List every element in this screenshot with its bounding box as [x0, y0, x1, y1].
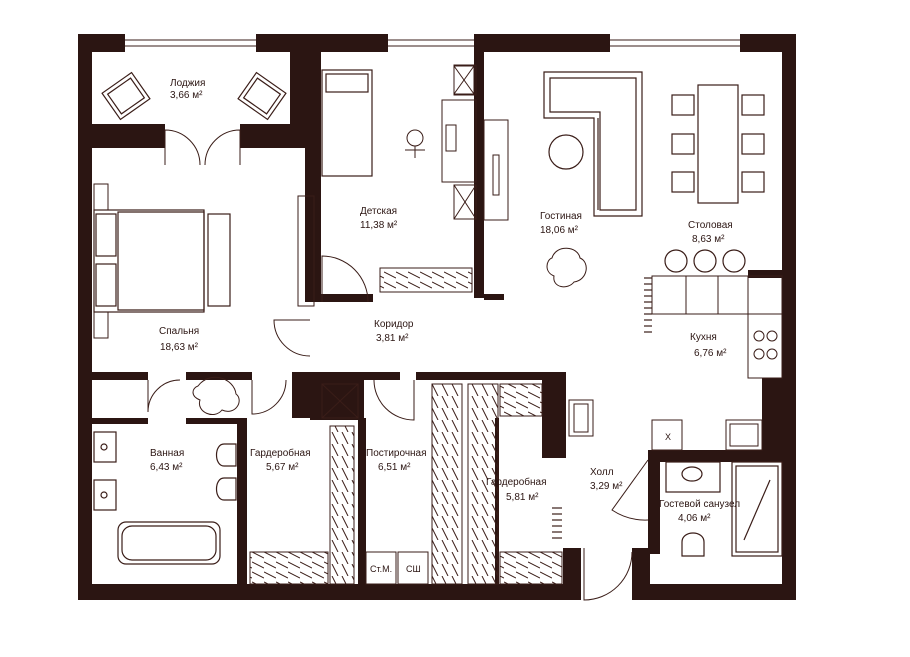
- room-area-loggia: 3,66 м²: [170, 90, 203, 101]
- loggia-armchair-left: [101, 71, 151, 121]
- wardrobe-2-heater: [552, 507, 562, 539]
- bathtub: [117, 521, 221, 565]
- wardrobe-1-rails: [249, 425, 355, 585]
- room-area-hall: 3,29 м²: [590, 481, 623, 492]
- kids-wardrobe: [379, 267, 473, 293]
- sofa: [543, 71, 643, 217]
- kids-desk: [405, 64, 477, 220]
- guest-wc-fixtures: [665, 461, 783, 557]
- room-area-guest-wc: 4,06 м²: [678, 513, 711, 524]
- room-area-living: 18,06 м²: [540, 225, 579, 236]
- room-area-bedroom: 18,63 м²: [160, 342, 199, 353]
- exterior-walls: [78, 34, 796, 600]
- fridge-mark: X: [665, 432, 671, 442]
- room-area-wardrobe-1: 5,67 м²: [266, 462, 299, 473]
- room-name-guest-wc: Гостевой санузел: [659, 499, 740, 510]
- room-name-hall: Холл: [590, 467, 614, 478]
- kitchen-units: [651, 275, 783, 451]
- corridor-doors: [147, 255, 649, 601]
- bath-sinks: [93, 431, 117, 511]
- room-area-kitchen: 6,76 м²: [694, 348, 727, 359]
- dining-table: [671, 84, 765, 204]
- laundry-appliances: [365, 383, 463, 585]
- hall-cabinet: [568, 399, 594, 437]
- room-name-kitchen: Кухня: [690, 332, 717, 343]
- room-area-corridor: 3,81 м²: [376, 333, 409, 344]
- room-area-kids: 11,38 м²: [360, 220, 398, 231]
- room-name-wardrobe-2: Гардеробная: [486, 476, 547, 488]
- room-name-laundry: Постирочная: [366, 448, 427, 459]
- loggia-armchair-right: [237, 71, 287, 121]
- room-labels: Лоджия 3,66 м² Спальня 18,63 м² Детская …: [150, 78, 740, 524]
- room-name-bedroom: Спальня: [159, 326, 199, 337]
- room-name-living: Гостиная: [540, 211, 582, 222]
- room-area-dining: 8,63 м²: [692, 234, 725, 245]
- dryer-label: СШ: [406, 564, 421, 574]
- bedside-tables: [93, 183, 315, 339]
- coffee-table: [548, 134, 584, 170]
- room-name-kids: Детская: [360, 206, 397, 217]
- windows: [125, 39, 740, 47]
- room-name-loggia: Лоджия: [170, 78, 205, 89]
- room-name-dining: Столовая: [688, 220, 733, 231]
- interior-walls: [92, 52, 782, 586]
- room-name-wardrobe-1: Гардеробная: [250, 447, 311, 459]
- bed: [93, 209, 231, 313]
- kitchen-heater: [644, 277, 652, 333]
- tv-unit: [483, 119, 509, 221]
- bedroom-armchair: [192, 376, 240, 415]
- laundry-box: [321, 383, 359, 419]
- room-name-bath: Ванная: [150, 448, 184, 459]
- wardrobe-2-rails: [467, 383, 563, 585]
- room-area-wardrobe-2: 5,81 м²: [506, 492, 539, 503]
- bath-toilet-bidet: [215, 443, 237, 501]
- room-area-laundry: 6,51 м²: [378, 462, 411, 473]
- room-name-corridor: Коридор: [374, 319, 414, 330]
- kids-bed: [321, 69, 373, 177]
- living-pouf: [546, 247, 587, 288]
- room-area-bath: 6,43 м²: [150, 462, 183, 473]
- loggia-doors: [164, 129, 241, 166]
- bar-stools: [664, 249, 746, 273]
- washer-label: Ст.М.: [370, 564, 392, 574]
